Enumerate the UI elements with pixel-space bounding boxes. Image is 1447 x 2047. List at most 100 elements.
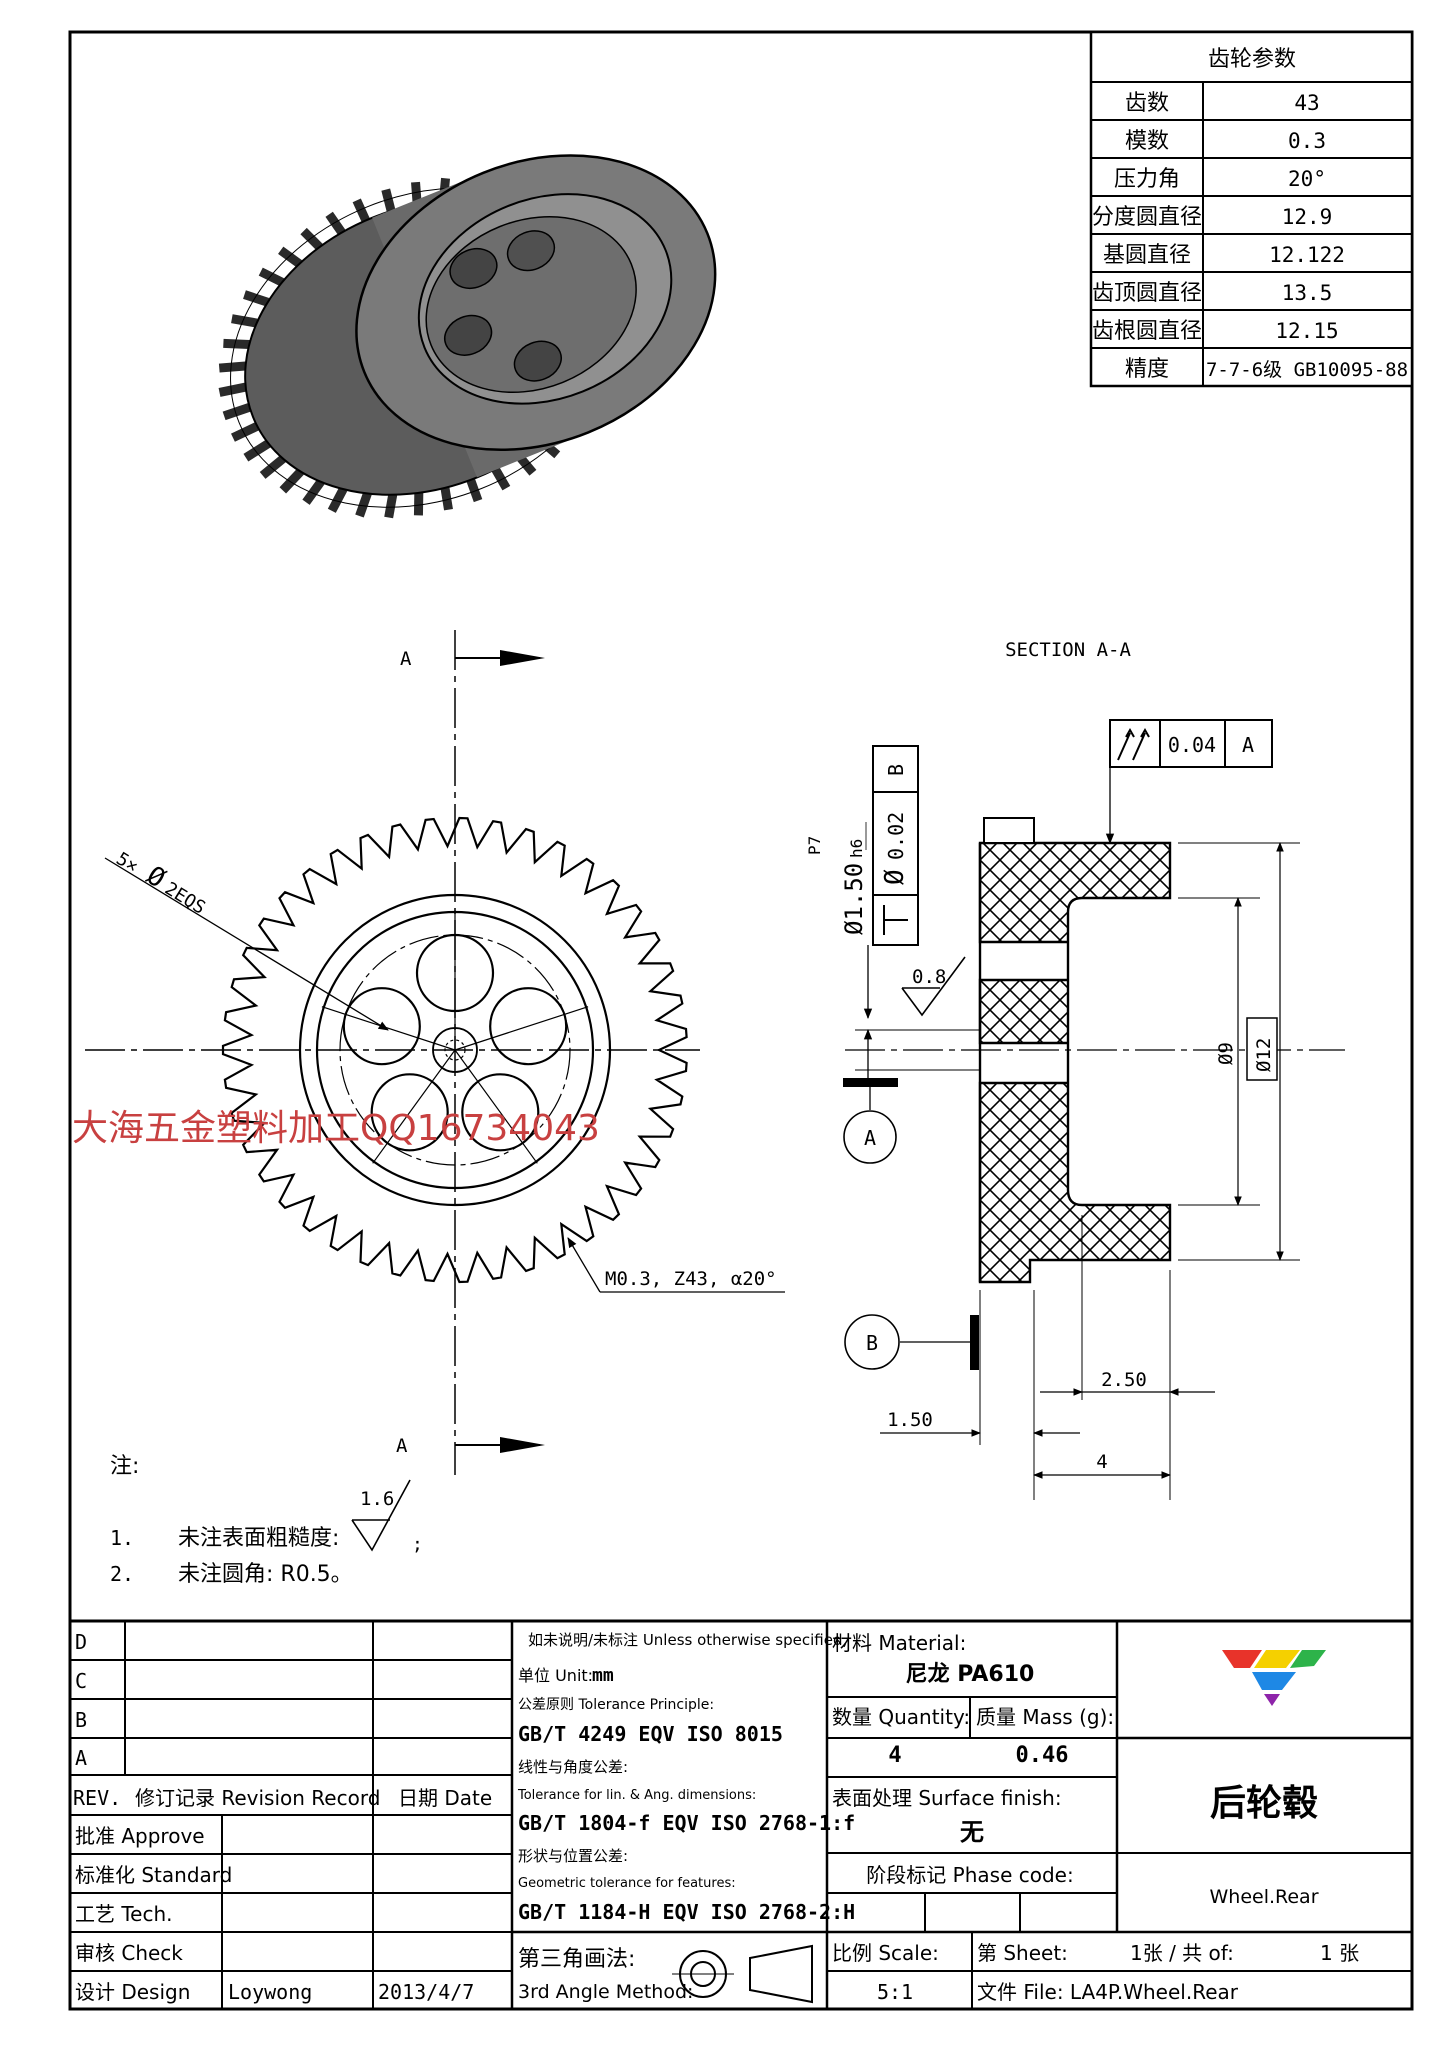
gear-param-value: 13.5	[1282, 281, 1333, 305]
revision-record-header: 修订记录 Revision Record	[135, 1786, 380, 1810]
note-2-text: 未注圆角: R0.5。	[178, 1562, 353, 1587]
gear-param-value: 7-7-6级 GB10095-88	[1206, 359, 1408, 381]
role-date: 2013/4/7	[378, 1980, 474, 2004]
gear-param-value: 12.122	[1269, 243, 1345, 267]
projection-label-en: 3rd Angle Method:	[518, 1981, 693, 2003]
gear-param-value: 12.9	[1282, 205, 1333, 229]
note-1-num: 1.	[110, 1526, 134, 1550]
spec-heading: 如未说明/未标注 Unless otherwise specified,	[528, 1631, 847, 1649]
quantity-label: 数量 Quantity:	[832, 1705, 970, 1729]
gear-tooth-profile	[221, 816, 688, 1284]
date-header: 日期 Date	[398, 1786, 492, 1810]
phase-label: 阶段标记 Phase code:	[866, 1863, 1073, 1887]
role-label: 标准化 Standard	[75, 1863, 232, 1887]
wheel-hole	[415, 933, 495, 1013]
part-name-en: Wheel.Rear	[1209, 1886, 1318, 1908]
unit-value: mm	[592, 1665, 614, 1686]
material-value: 尼龙 PA610	[906, 1662, 1035, 1687]
gear-param-value: 20°	[1288, 167, 1326, 191]
unit-label: 单位 Unit:	[518, 1666, 593, 1685]
third-angle-projection-icon	[672, 1944, 813, 2004]
wheel-hole	[461, 1073, 540, 1152]
tol-principle-label: 公差原则 Tolerance Principle:	[518, 1697, 714, 1713]
dim-outer-dia: Ø12	[1253, 1038, 1275, 1072]
dim-2-50: 2.50	[1101, 1369, 1147, 1391]
isometric-3d-view	[218, 154, 717, 519]
parallelism-datum: A	[1242, 733, 1254, 757]
wheel-hole	[489, 987, 568, 1066]
mass-label: 质量 Mass (g):	[976, 1705, 1114, 1729]
perp-tol-dia: Ø	[880, 869, 910, 885]
rev-label: REV.	[73, 1786, 121, 1810]
geo-en: Geometric tolerance for features:	[518, 1876, 736, 1891]
watermark-text: 大海五金塑料加工QQ16734043	[72, 1108, 600, 1149]
rev-row-c: C	[75, 1669, 87, 1693]
gear-param-value: 0.3	[1288, 129, 1326, 153]
sheet-total: 1 张	[1320, 1941, 1359, 1965]
perp-fit-shaft: h6	[847, 839, 866, 858]
gear-callout: M0.3, Z43, α20°	[605, 1268, 777, 1290]
section-mark-top: A	[400, 648, 412, 670]
sheet-label: 第 Sheet:	[977, 1941, 1068, 1965]
datum-a-label: A	[864, 1126, 876, 1150]
perp-fit: P7	[805, 836, 824, 855]
company-logo	[1222, 1650, 1326, 1706]
part-name-cn: 后轮毂	[1210, 1783, 1318, 1824]
gear-param-label: 齿数	[1125, 91, 1169, 116]
gear-param-label: 齿根圆直径	[1092, 319, 1202, 344]
roughness-08: 0.8	[912, 966, 946, 988]
wheel-hole	[370, 1073, 449, 1152]
section-hatched-body	[978, 841, 1172, 1284]
dim-4: 4	[1096, 1451, 1107, 1473]
note-1-suffix: ;	[412, 1534, 423, 1555]
section-title: SECTION A-A	[1005, 639, 1131, 661]
roughness-16: 1.6	[360, 1488, 394, 1510]
rev-row-a: A	[75, 1746, 87, 1770]
perp-tol-value: 0.02	[884, 812, 908, 860]
holes-callout-spec: 2EQS	[161, 878, 209, 919]
mass-value: 0.46	[1016, 1743, 1069, 1768]
surface-value: 无	[960, 1818, 984, 1846]
scale-value: 5:1	[877, 1980, 913, 2004]
dim-inner-dia: Ø9	[1215, 1042, 1237, 1065]
scale-label: 比例 Scale:	[832, 1941, 939, 1965]
perp-datum: B	[884, 764, 908, 776]
dim-1-50: 1.50	[887, 1409, 933, 1431]
tol-principle-value: GB/T 4249 EQV ISO 8015	[518, 1722, 783, 1746]
parallelism-value: 0.04	[1168, 733, 1216, 757]
parallelism-icon	[1117, 727, 1150, 761]
gear-front-view: A A 5× Ø 2EQS M0.3, Z43, α20°	[85, 630, 785, 1475]
rev-row-d: D	[75, 1630, 87, 1654]
section-a-a-view: SECTION A-A 0.04 A Ø 0.02 B Ø1.50 P7 h6	[805, 639, 1345, 1500]
perp-bore-dia: Ø1.50	[840, 863, 868, 935]
gear-param-value: 43	[1294, 91, 1319, 115]
material-label: 材料 Material:	[832, 1631, 966, 1655]
gear-param-label: 基圆直径	[1103, 243, 1191, 268]
role-label: 批准 Approve	[75, 1824, 205, 1848]
perpendicularity-icon	[883, 905, 908, 935]
gear-table-title: 齿轮参数	[1208, 47, 1296, 72]
gear-param-label: 精度	[1125, 357, 1169, 382]
notes-heading: 注:	[110, 1454, 139, 1479]
lin-ang-cn: 线性与角度公差:	[518, 1758, 628, 1776]
wheel-hole	[342, 987, 421, 1066]
holes-callout-count: 5×	[112, 848, 141, 877]
lin-ang-en: Tolerance for lin. & Ang. dimensions:	[517, 1788, 756, 1803]
datum-b-label: B	[866, 1331, 878, 1355]
file-label: 文件 File: LA4P.Wheel.Rear	[977, 1980, 1239, 2004]
title-block	[70, 1619, 1412, 2009]
rev-row-b: B	[75, 1708, 87, 1732]
section-mark-bottom: A	[396, 1435, 408, 1457]
lin-ang-value: GB/T 1804-f EQV ISO 2768-1:f	[518, 1811, 855, 1835]
note-1-text: 未注表面粗糙度:	[178, 1526, 339, 1551]
role-label: 设计 Design	[75, 1980, 190, 2004]
gear-param-label: 模数	[1125, 129, 1169, 154]
note-2-num: 2.	[110, 1562, 134, 1586]
quantity-value: 4	[888, 1743, 901, 1768]
projection-label: 第三角画法:	[518, 1947, 635, 1972]
drawing-notes: 注: 1.6 1. 未注表面粗糙度: ; 2. 未注圆角: R0.5。	[110, 1454, 423, 1587]
role-label: 审核 Check	[75, 1941, 183, 1965]
gear-param-label: 齿顶圆直径	[1092, 281, 1202, 306]
